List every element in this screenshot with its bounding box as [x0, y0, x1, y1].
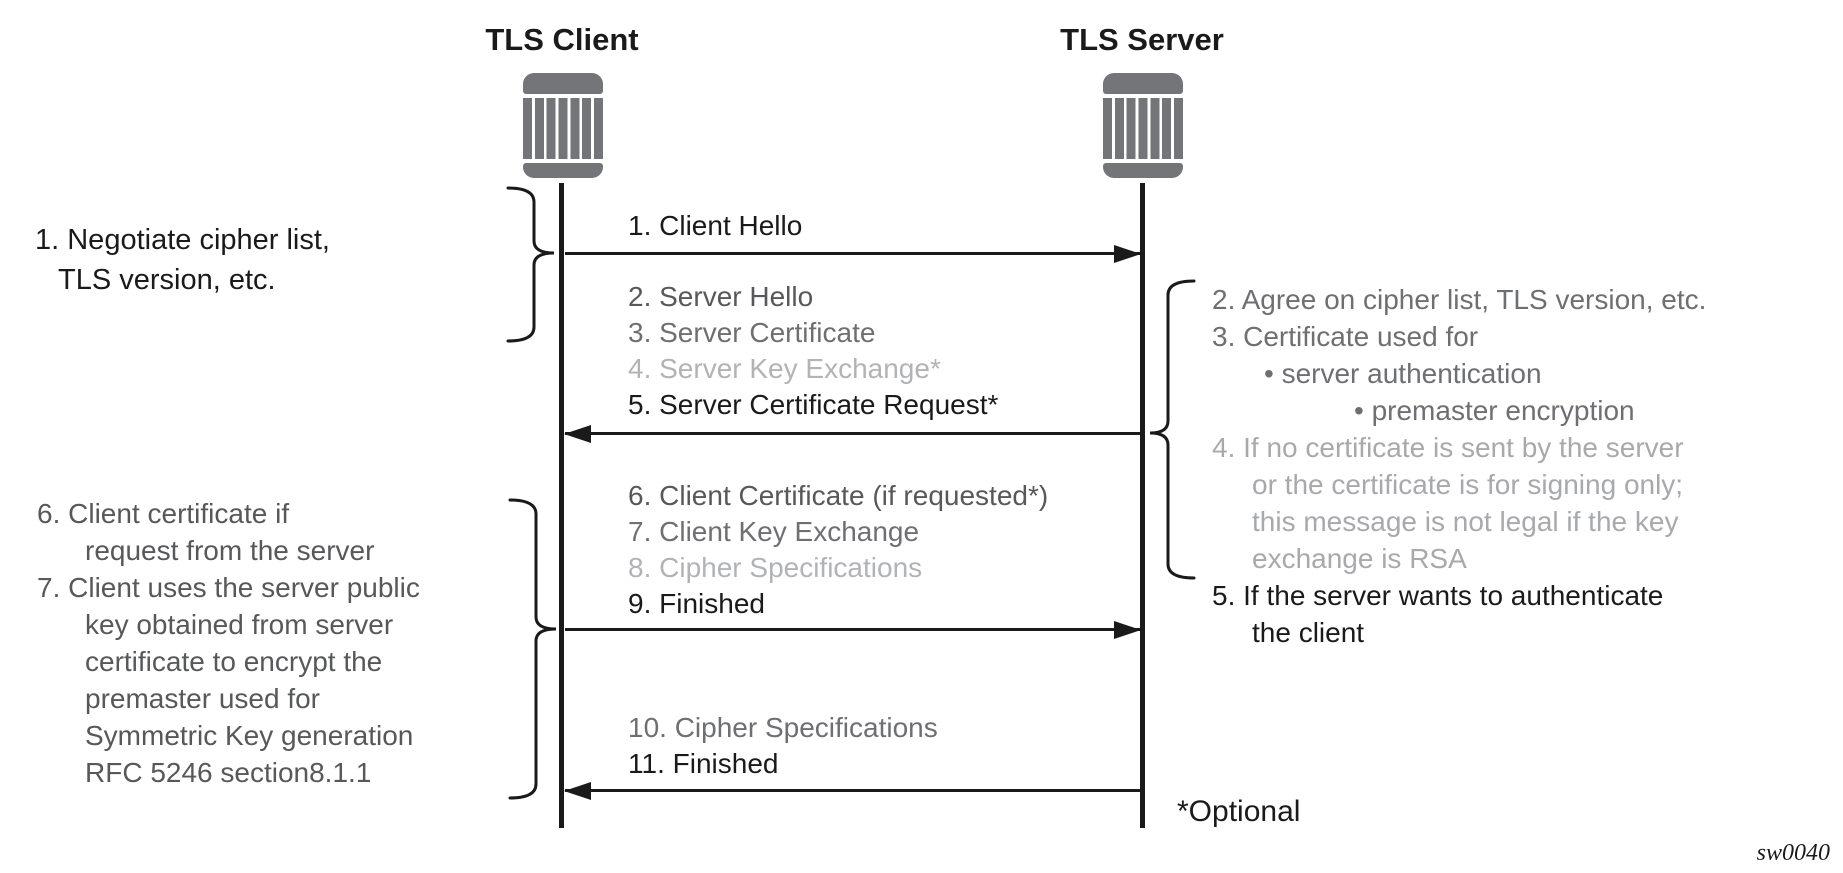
device-bottom-cap [1103, 163, 1183, 178]
note-line: 2. Agree on cipher list, TLS version, et… [1212, 284, 1707, 315]
message-label: 10. Cipher Specifications [628, 712, 938, 743]
note-line: RFC 5246 section8.1.1 [85, 757, 372, 788]
server-title: TLS Server [1060, 22, 1224, 57]
message-label: 1. Client Hello [628, 210, 803, 241]
note-line: • server authentication [1264, 358, 1542, 389]
note-line: 6. Client certificate if [37, 498, 290, 529]
message-batch-1: 1. Client Hello [628, 208, 802, 244]
client-title: TLS Client [485, 22, 639, 57]
arrow-server-to-client-2 [564, 424, 1140, 443]
message-label: 7. Client Key Exchange [628, 516, 920, 547]
server-note: 2. Agree on cipher list, TLS version, et… [1212, 281, 1706, 651]
note-line: certificate to encrypt the [85, 646, 383, 677]
arrowhead-right-icon [1114, 244, 1141, 263]
server-network-device-icon [1103, 73, 1183, 178]
note-line: the client [1252, 617, 1365, 648]
note-line: 1. Negotiate cipher list, [35, 224, 330, 256]
message-batch-4: 10. Cipher Specifications 11. Finished [628, 710, 938, 782]
note-line: 5. If the server wants to authenticate [1212, 580, 1664, 611]
server-brace [1149, 279, 1196, 580]
note-line: Symmetric Key generation [85, 720, 414, 751]
note-line: 4. If no certificate is sent by the serv… [1212, 432, 1684, 463]
note-line: 7. Client uses the server public [37, 572, 420, 603]
note-line: 3. Certificate used for [1212, 321, 1479, 352]
client-brace-2 [508, 498, 557, 800]
client-brace-1 [506, 186, 555, 343]
message-label: 2. Server Hello [628, 281, 814, 312]
device-top-cap [1103, 73, 1183, 94]
message-batch-2: 2. Server Hello 3. Server Certificate 4.… [628, 279, 998, 423]
arrow-client-to-server-3 [565, 620, 1141, 639]
arrow-client-to-server-1 [565, 244, 1141, 263]
arrowhead-right-icon [1114, 620, 1141, 639]
message-label: 9. Finished [628, 588, 765, 619]
note-line: or the certificate is for signing only; [1252, 469, 1684, 500]
note-line: request from the server [85, 535, 375, 566]
arrow-server-to-client-4 [564, 781, 1140, 800]
optional-footnote: *Optional [1177, 795, 1301, 828]
message-label: 8. Cipher Specifications [628, 552, 923, 583]
client-note-certificate: 6. Client certificate if request from th… [37, 495, 420, 791]
message-label: 4. Server Key Exchange* [628, 353, 941, 384]
message-label: 3. Server Certificate [628, 317, 876, 348]
figure-id: sw0040 [1756, 840, 1830, 866]
message-label: 11. Finished [628, 748, 779, 779]
message-label: 6. Client Certificate (if requested*) [628, 480, 1049, 511]
device-bottom-cap [523, 163, 603, 178]
note-line: • premaster encryption [1354, 395, 1635, 426]
note-line: TLS version, etc. [58, 264, 276, 296]
note-line: key obtained from server [85, 609, 394, 640]
arrowhead-left-icon [564, 424, 591, 443]
message-batch-3: 6. Client Certificate (if requested*) 7.… [628, 478, 1048, 622]
device-top-cap [523, 73, 603, 94]
note-line: premaster used for [85, 683, 320, 714]
message-label: 5. Server Certificate Request* [628, 389, 999, 420]
client-network-device-icon [523, 73, 603, 178]
arrowhead-left-icon [564, 781, 591, 800]
client-lifeline [559, 183, 564, 828]
note-line: this message is not legal if the key [1252, 506, 1679, 537]
note-line: exchange is RSA [1252, 543, 1467, 574]
server-lifeline [1140, 183, 1145, 828]
device-stripes [523, 98, 603, 159]
client-note-negotiate: 1. Negotiate cipher list, TLS version, e… [35, 220, 330, 300]
device-stripes [1103, 98, 1183, 159]
